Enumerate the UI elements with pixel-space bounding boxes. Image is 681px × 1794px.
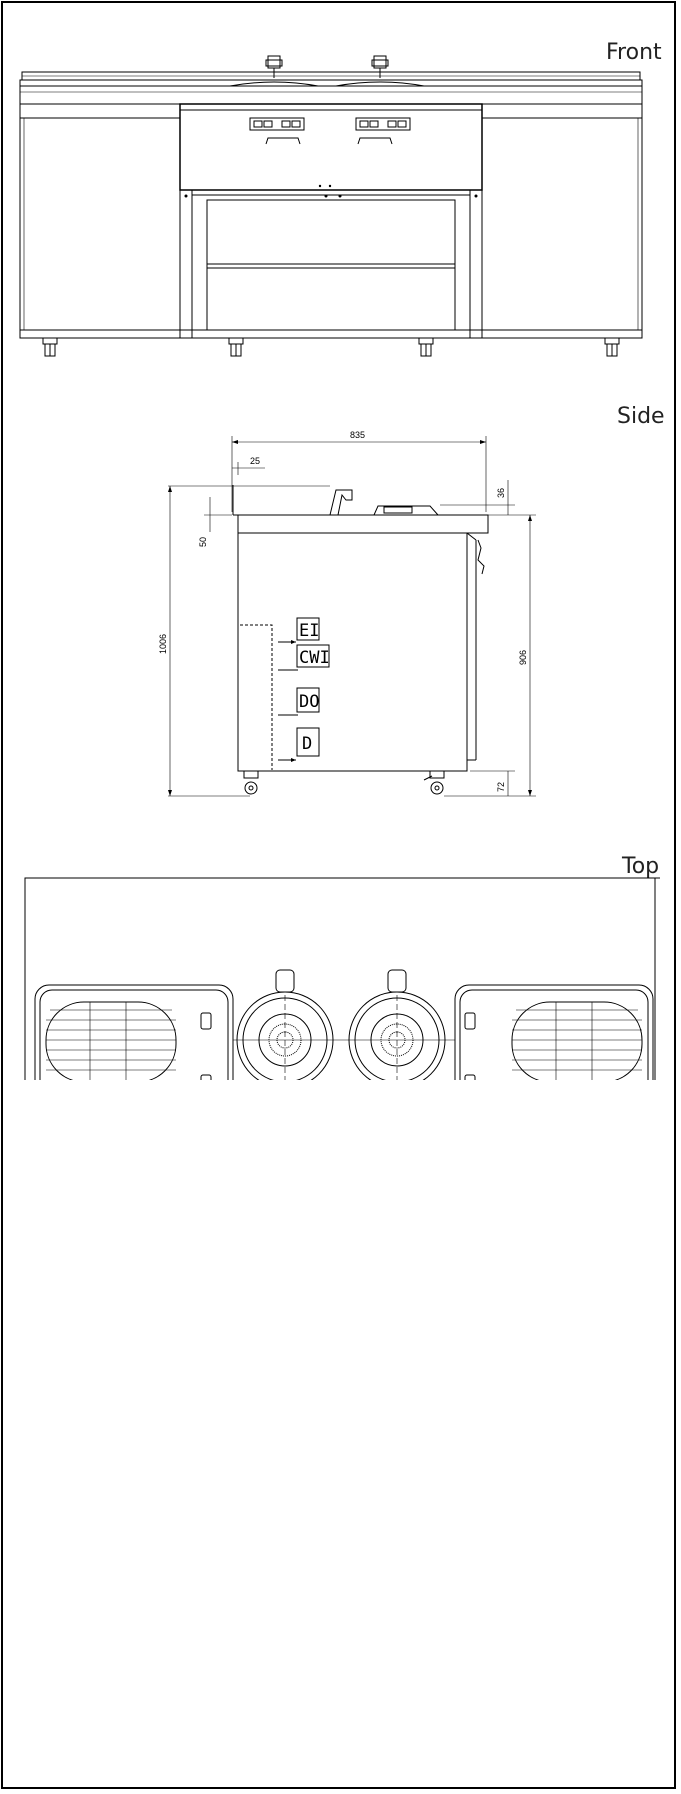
connection-d: D xyxy=(302,734,312,754)
side-view-drawing: 835 25 36 50 1006 906 72 EI CWI DO D xyxy=(158,430,536,797)
dim-depth: 835 xyxy=(350,430,365,440)
dim-total-height: 1006 xyxy=(158,634,168,654)
top-view-label: Top xyxy=(622,854,660,879)
front-view-drawing xyxy=(19,55,643,357)
dim-offset: 25 xyxy=(250,456,260,466)
connection-ei: EI xyxy=(299,621,319,641)
dim-top-thickness: 36 xyxy=(496,488,506,498)
dim-work-height: 906 xyxy=(518,650,528,665)
connection-cwi: CWI xyxy=(299,648,330,668)
connection-do: DO xyxy=(299,692,319,712)
front-view-label: Front xyxy=(606,40,662,65)
dim-splash: 50 xyxy=(198,537,208,547)
top-view-drawing: 2055 xyxy=(24,877,660,1080)
dim-foot-height: 72 xyxy=(496,782,506,792)
side-view-label: Side xyxy=(617,404,665,429)
